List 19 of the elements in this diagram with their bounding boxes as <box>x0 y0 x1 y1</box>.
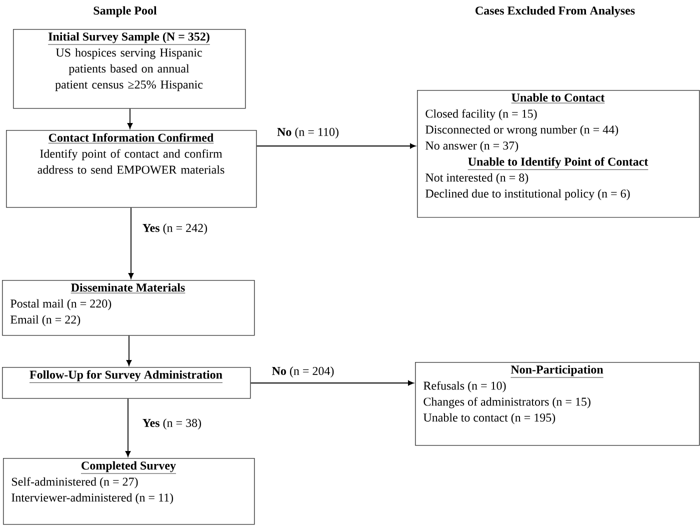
process-box: Completed Survey Self-administered (n = 27) Interviewer-administered (n = 11) <box>3 458 255 525</box>
arrow <box>128 207 134 279</box>
column-heading: Cases Excluded From Analyses <box>476 6 635 18</box>
arrow <box>250 380 414 386</box>
edge-label: No (n = 204) <box>270 366 336 378</box>
process-box: Disseminate Materials Postal mail (n = 220) Email (n = 22) <box>2 280 255 336</box>
arrow <box>126 335 132 366</box>
process-box: Unable to Contact Closed facility (n = 15) Disconnected or wrong number (n = 44) No answer (n = 37) Unable to Identify Point of Contact Not interested (n = 8) Declined due to institutional policy (n = 6) <box>417 90 700 218</box>
arrow <box>256 143 416 149</box>
edge-label: No (n = 110) <box>276 126 340 140</box>
column-heading: Sample Pool <box>94 6 157 18</box>
arrow <box>127 108 133 129</box>
edge-label: Yes (n = 38) <box>141 418 203 430</box>
process-box: Initial Survey Sample (N = 352) US hospices serving Hispanic patients based on annual patient census ≥25% Hispanic <box>13 29 246 109</box>
process-box: Contact Information Confirmed Identify point of contact and confirm address to send EMPOWER materials <box>6 130 257 208</box>
edge-label: Yes (n = 242) <box>141 222 209 236</box>
arrow <box>125 398 131 457</box>
process-box: Follow-Up for Survey Administration <box>2 367 251 399</box>
process-box: Non-Participation Refusals (n = 10) Changes of administrators (n = 15) Unable to contact (n = 195) <box>415 362 700 446</box>
